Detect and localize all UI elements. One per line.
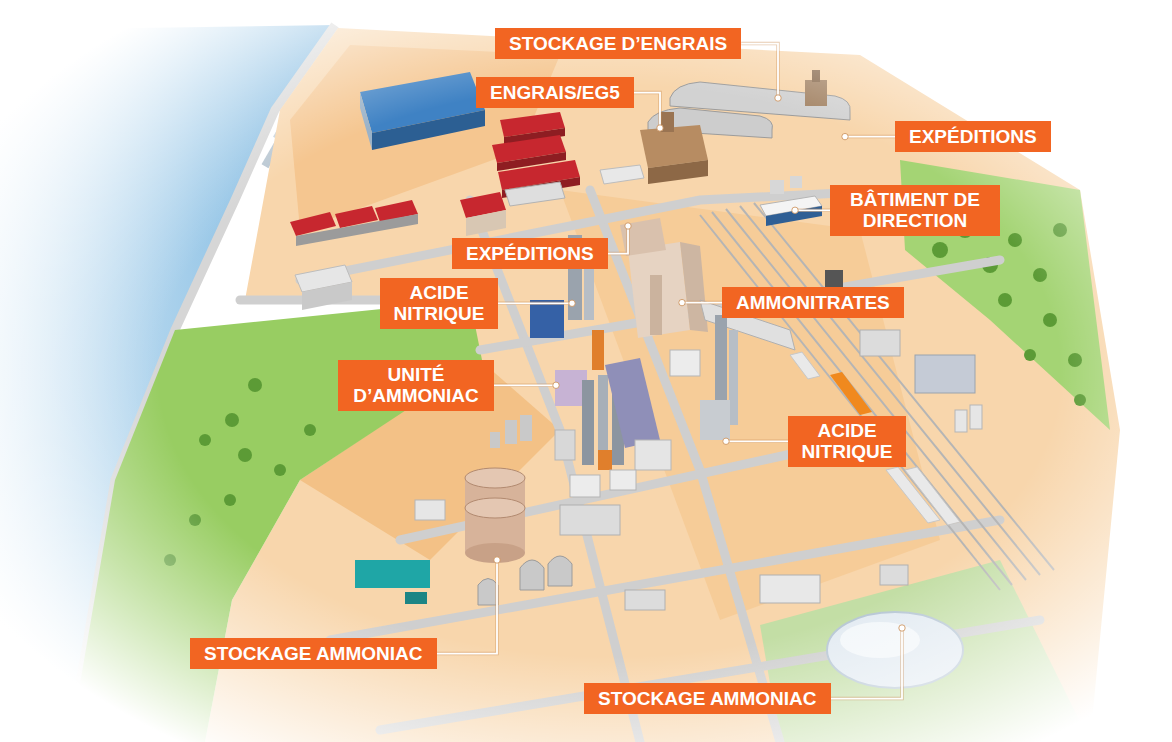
leader-line	[795, 209, 830, 211]
label-text: STOCKAGE AMMONIAC	[598, 688, 817, 709]
leader-dot	[625, 223, 631, 229]
leader-dot	[657, 125, 663, 131]
leader-line	[831, 628, 903, 699]
leader-line	[494, 384, 556, 386]
site-label: STOCKAGE D’ENGRAIS	[495, 28, 741, 59]
site-label: BÂTIMENT DE DIRECTION	[830, 185, 1000, 236]
leader-line	[845, 136, 895, 138]
site-label: UNITÉ D’AMMONIAC	[338, 360, 494, 411]
leader-dot	[569, 300, 575, 306]
label-text: ACIDE NITRIQUE	[390, 282, 488, 325]
label-text: ENGRAIS/EG5	[490, 82, 620, 103]
leader-dot	[775, 95, 781, 101]
leader-shadow	[437, 560, 498, 654]
site-label: STOCKAGE AMMONIAC	[190, 638, 437, 669]
leader-shadow	[845, 135, 895, 139]
leader-dot	[899, 625, 905, 631]
label-text: EXPÉDITIONS	[909, 126, 1037, 147]
leader-shadow	[634, 93, 660, 128]
site-label: AMMONITRATES	[722, 287, 904, 318]
leader-line	[634, 93, 660, 128]
leader-shadow	[795, 209, 830, 213]
leader-shadow	[682, 301, 722, 305]
leader-dot	[553, 382, 559, 388]
leader-line	[608, 226, 628, 254]
leader-dot	[494, 557, 500, 563]
site-label: ENGRAIS/EG5	[476, 77, 634, 108]
leader-line	[437, 560, 498, 654]
leader-dot	[792, 207, 798, 213]
label-text: EXPÉDITIONS	[466, 243, 594, 264]
leader-shadow	[831, 628, 903, 699]
label-text: AMMONITRATES	[736, 292, 890, 313]
site-label: ACIDE NITRIQUE	[788, 416, 906, 467]
leader-dot	[723, 438, 729, 444]
leader-line	[741, 44, 778, 98]
label-text: STOCKAGE AMMONIAC	[204, 643, 423, 664]
leader-shadow	[498, 302, 572, 306]
leader-shadow	[741, 44, 778, 98]
site-label: ACIDE NITRIQUE	[380, 278, 498, 329]
site-label: EXPÉDITIONS	[895, 121, 1051, 152]
leader-line	[726, 440, 788, 442]
leader-shadow	[726, 440, 788, 444]
label-text: ACIDE NITRIQUE	[798, 420, 896, 463]
leader-line	[682, 302, 722, 304]
leader-shadow	[608, 226, 628, 254]
leader-dot	[842, 133, 848, 139]
leader-line	[498, 302, 572, 304]
leader-dot	[679, 299, 685, 305]
label-text: STOCKAGE D’ENGRAIS	[509, 33, 727, 54]
leader-shadow	[494, 384, 556, 388]
site-label: EXPÉDITIONS	[452, 238, 608, 269]
site-label: STOCKAGE AMMONIAC	[584, 683, 831, 714]
label-text: BÂTIMENT DE DIRECTION	[840, 189, 990, 232]
label-text: UNITÉ D’AMMONIAC	[348, 364, 484, 407]
